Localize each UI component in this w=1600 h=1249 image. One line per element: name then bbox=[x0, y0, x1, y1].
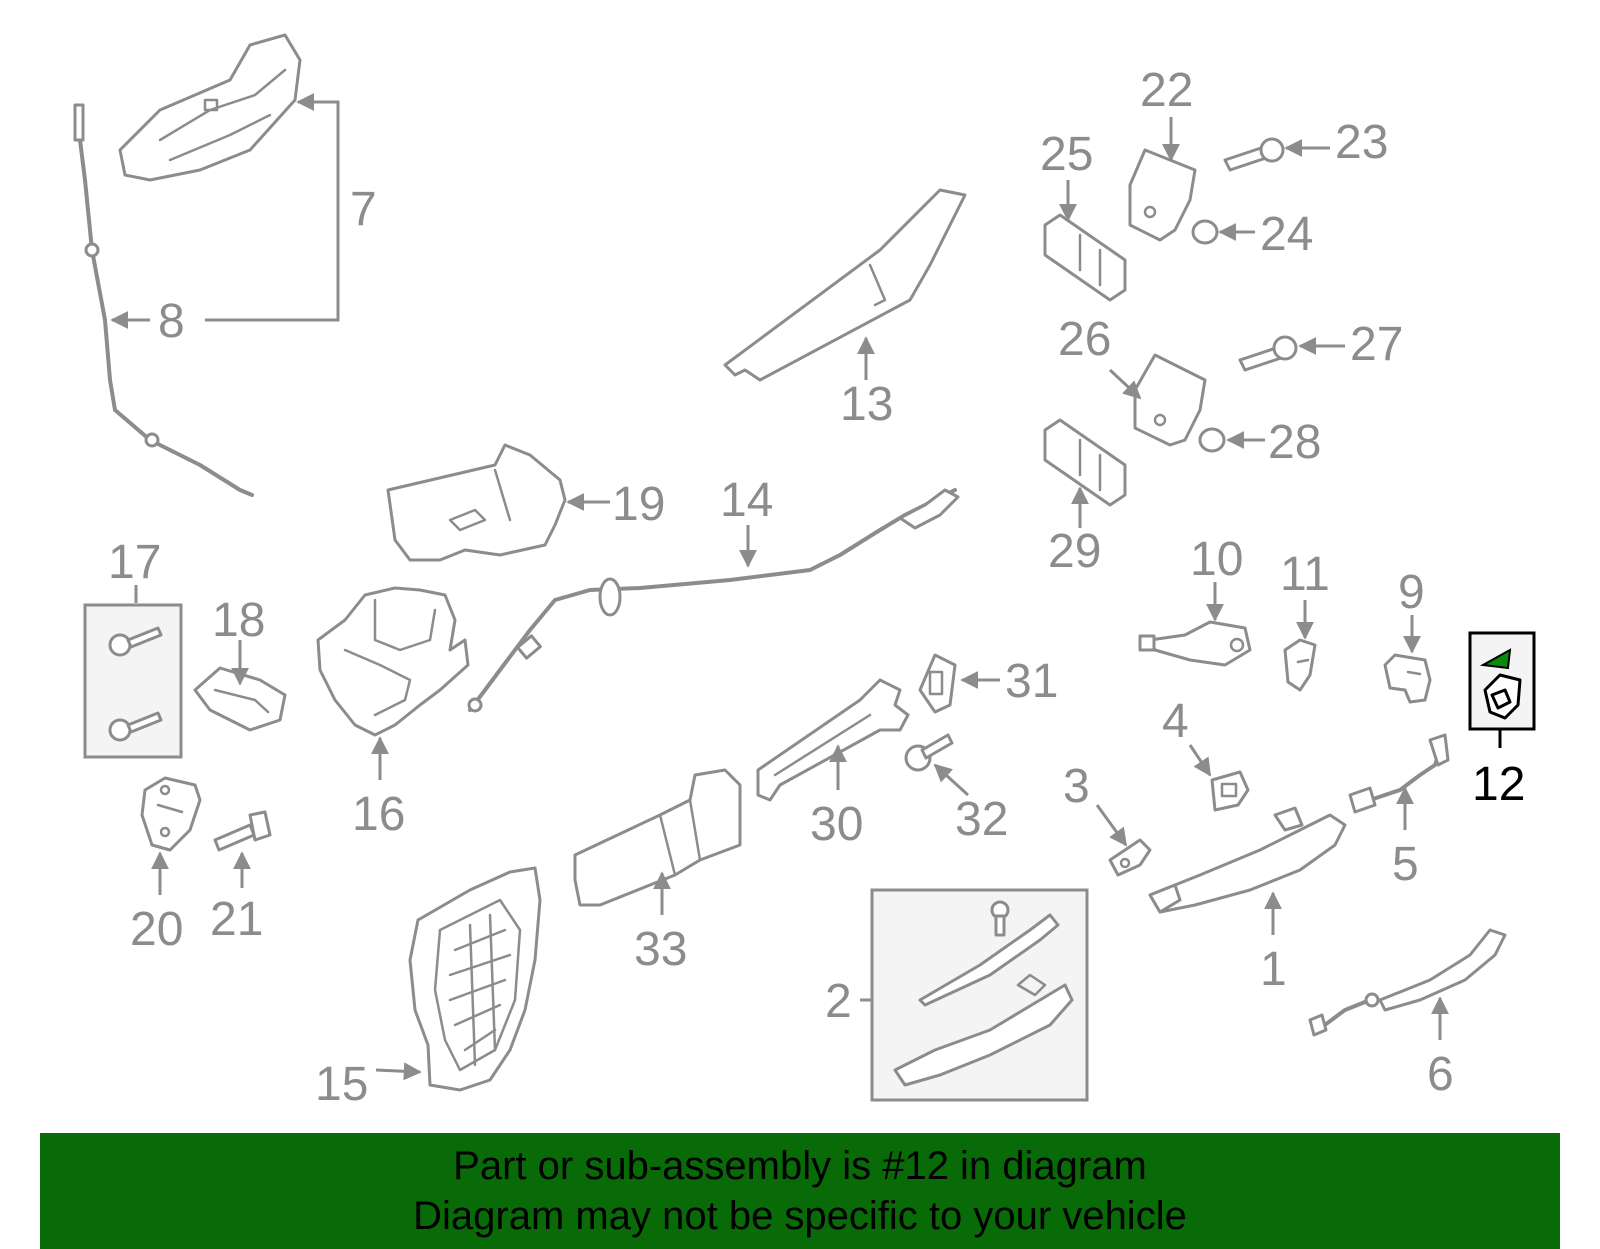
callout-27: 27 bbox=[1350, 318, 1403, 371]
callout-25: 25 bbox=[1040, 128, 1093, 181]
callout-20: 20 bbox=[130, 903, 183, 956]
part-4-bezel bbox=[1210, 770, 1250, 812]
callout-6: 6 bbox=[1427, 1048, 1454, 1101]
part-16-door-latch bbox=[316, 586, 470, 737]
callout-26: 26 bbox=[1058, 313, 1111, 366]
part-17-bolt-kit bbox=[83, 603, 183, 759]
part-1-outside-handle bbox=[1148, 806, 1347, 914]
part-26-hinge-bracket bbox=[1133, 353, 1207, 447]
callout-28: 28 bbox=[1268, 416, 1321, 469]
part-18-striker-cover bbox=[193, 666, 287, 732]
leader-7 bbox=[296, 93, 340, 208]
leader-3 bbox=[1095, 804, 1128, 847]
banner-line-1: Part or sub-assembly is #12 in diagram bbox=[453, 1144, 1147, 1188]
callout-30: 30 bbox=[810, 798, 863, 851]
part-29-spacer bbox=[1043, 418, 1127, 507]
callout-13: 13 bbox=[840, 378, 893, 431]
part-12-highlighted bbox=[1468, 631, 1536, 731]
callout-22: 22 bbox=[1140, 64, 1193, 117]
leader-26 bbox=[1108, 368, 1142, 400]
callout-7: 7 bbox=[350, 183, 377, 236]
callout-4: 4 bbox=[1162, 695, 1189, 748]
callout-32: 32 bbox=[955, 793, 1008, 846]
part-7-lock-actuator bbox=[118, 33, 302, 182]
part-9-sensor bbox=[1383, 653, 1432, 704]
part-13-bracket bbox=[723, 188, 967, 382]
callout-15: 15 bbox=[315, 1058, 368, 1111]
part-24-grommet bbox=[1191, 219, 1219, 245]
part-19-cover bbox=[386, 443, 567, 562]
callout-24: 24 bbox=[1260, 208, 1313, 261]
part-23-bolt bbox=[1223, 137, 1285, 172]
part-31-seal bbox=[918, 653, 957, 714]
part-2-handle-kit bbox=[870, 888, 1089, 1102]
part-6-antenna bbox=[1308, 928, 1507, 1037]
callout-9: 9 bbox=[1398, 566, 1425, 619]
part-30-door-check bbox=[756, 678, 910, 802]
callout-31: 31 bbox=[1005, 655, 1058, 708]
callout-3: 3 bbox=[1063, 760, 1090, 813]
callout-33: 33 bbox=[634, 923, 687, 976]
part-5-harness bbox=[1348, 733, 1450, 814]
callout-23: 23 bbox=[1335, 116, 1388, 169]
callout-1: 1 bbox=[1260, 943, 1287, 996]
part-27-bolt bbox=[1238, 335, 1298, 372]
callout-17: 17 bbox=[108, 536, 161, 589]
part-14-cable bbox=[467, 488, 960, 713]
leader-7b bbox=[205, 208, 340, 322]
banner-line-2: Diagram may not be specific to your vehi… bbox=[413, 1194, 1187, 1238]
part-15-door-module bbox=[408, 866, 542, 1092]
part-3-gasket bbox=[1108, 838, 1152, 877]
callout-10: 10 bbox=[1190, 533, 1243, 586]
callout-8: 8 bbox=[158, 295, 185, 348]
part-25-spacer bbox=[1043, 213, 1127, 302]
callout-12: 12 bbox=[1472, 758, 1525, 811]
part-21-bolt bbox=[213, 810, 272, 852]
part-8-cable bbox=[73, 103, 254, 497]
callout-29: 29 bbox=[1048, 525, 1101, 578]
part-32-bolt bbox=[904, 733, 954, 772]
part-33-handle-bracket bbox=[573, 768, 742, 907]
leader-4 bbox=[1188, 744, 1212, 777]
callout-11: 11 bbox=[1280, 548, 1330, 601]
part-11-cap bbox=[1283, 638, 1317, 692]
callout-18: 18 bbox=[212, 594, 265, 647]
callout-16: 16 bbox=[352, 788, 405, 841]
callout-19: 19 bbox=[612, 478, 665, 531]
callout-14: 14 bbox=[720, 474, 773, 527]
callout-21: 21 bbox=[210, 893, 263, 946]
leader-15 bbox=[375, 1062, 422, 1081]
info-banner: Part or sub-assembly is #12 in diagram D… bbox=[40, 1133, 1560, 1249]
part-10-lock-cylinder bbox=[1138, 620, 1252, 667]
part-20-striker bbox=[140, 776, 202, 852]
callout-5: 5 bbox=[1392, 838, 1419, 891]
part-22-hinge-bracket bbox=[1128, 148, 1197, 242]
callout-2: 2 bbox=[825, 975, 852, 1028]
leader-32 bbox=[933, 763, 970, 797]
part-28-grommet bbox=[1198, 427, 1226, 453]
